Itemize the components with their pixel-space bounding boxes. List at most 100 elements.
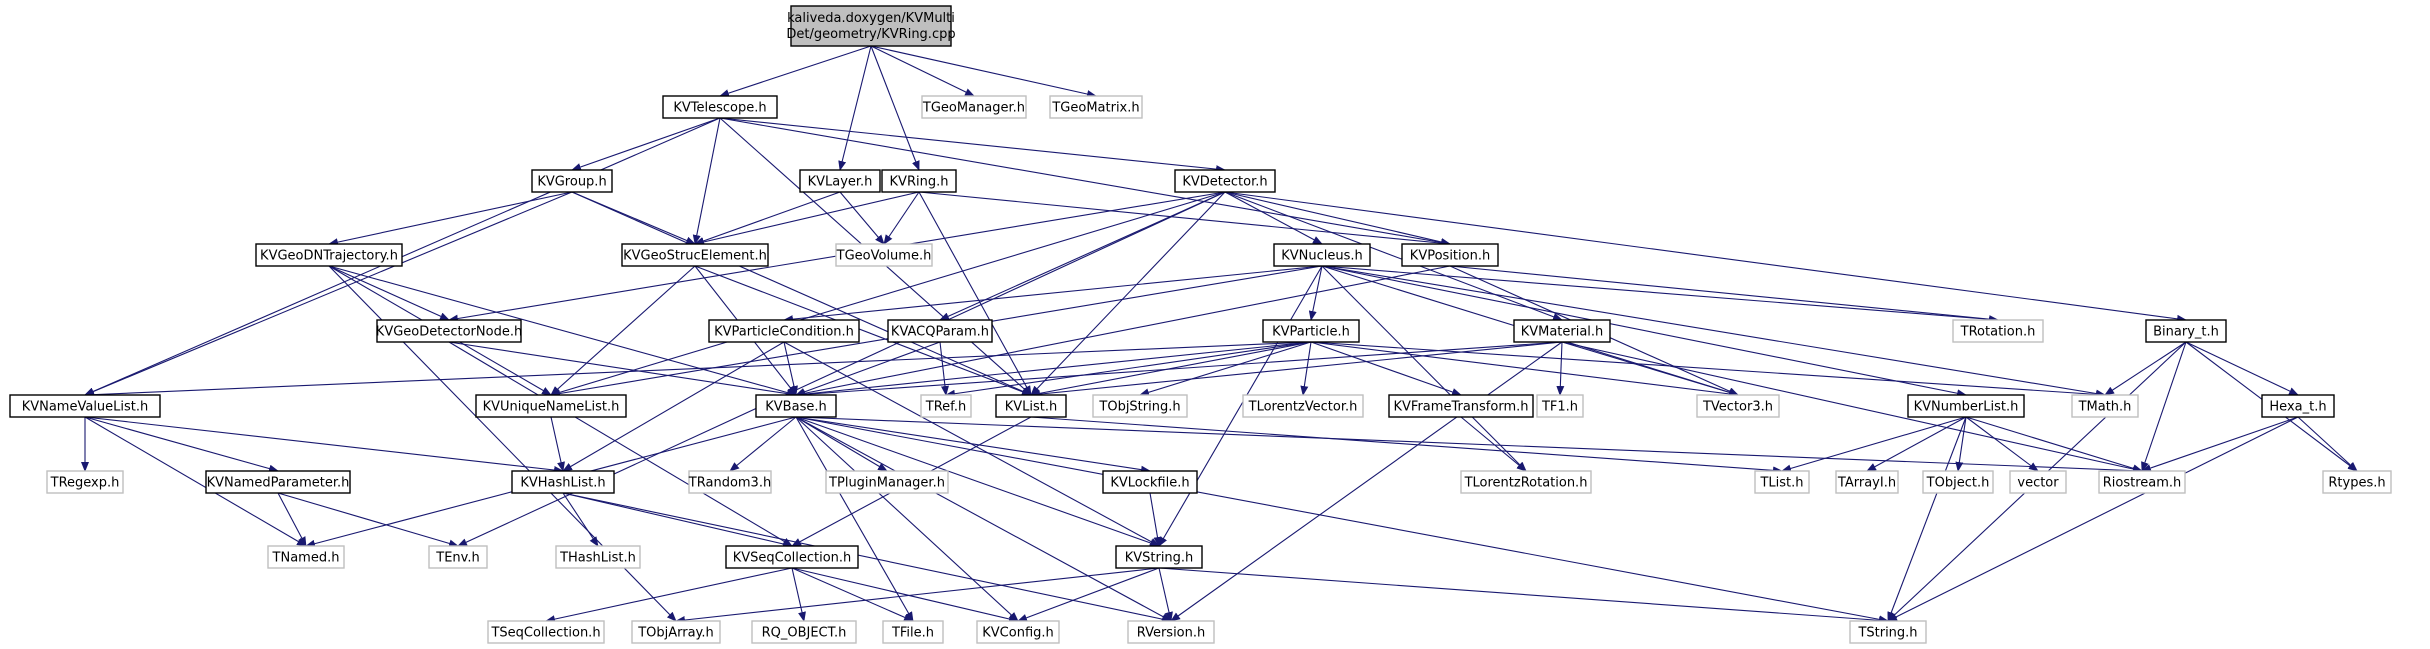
node-kvuniquenamelist-h[interactable]: KVUniqueNameList.h (475, 394, 627, 418)
node-label: TRotation.h (1960, 325, 2036, 340)
node-vector[interactable]: vector (2009, 470, 2067, 494)
node-kvbase-h[interactable]: KVBase.h (755, 394, 837, 418)
edge-kvmaterial-h-to-riostream-h (1561, 341, 2143, 473)
node-kvhashlist-h[interactable]: KVHashList.h (511, 470, 615, 494)
node-box (1907, 394, 2025, 418)
node-tref-h[interactable]: TRef.h (920, 394, 972, 418)
node-label: KVGeoDetectorNode.h (376, 325, 522, 340)
node-label: TEnv.h (435, 551, 479, 566)
node-label: TString.h (1857, 626, 1917, 641)
node-tgeomatrix-h[interactable]: TGeoMatrix.h (1049, 95, 1143, 119)
node-kvnucleus-h[interactable]: KVNucleus.h (1273, 243, 1371, 267)
node-kvparticlecondition-h[interactable]: KVParticleCondition.h (708, 319, 860, 343)
node-kvlist-h[interactable]: KVList.h (995, 394, 1067, 418)
node-tfile-h[interactable]: TFile.h (882, 620, 944, 644)
node-tlorentzrotation-h[interactable]: TLorentzRotation.h (1460, 470, 1592, 494)
edge-kvuniquenamelist-h-to-kvhashlist-h (550, 416, 565, 472)
node-hexa-t-h[interactable]: Hexa_t.h (2261, 394, 2335, 418)
node-tregexp-h[interactable]: TRegexp.h (46, 470, 124, 494)
node-tseqcollection-h[interactable]: TSeqCollection.h (487, 620, 605, 644)
node-box (1242, 394, 1364, 418)
node-kvmaterial-h[interactable]: KVMaterial.h (1513, 319, 1611, 343)
node-tgeomanager-h[interactable]: TGeoManager.h (921, 95, 1027, 119)
node-tenv-h[interactable]: TEnv.h (428, 545, 488, 569)
edge-kvgeodntrajectory-h-to-kvgeodetectornode-h (328, 265, 450, 321)
node-kvstring-h[interactable]: KVString.h (1115, 545, 1203, 569)
node-label: KVList.h (1005, 400, 1058, 415)
node-tnamed-h[interactable]: TNamed.h (267, 545, 345, 569)
node-kvframetransform-h[interactable]: KVFrameTransform.h (1388, 394, 1534, 418)
node-label: KVParticle.h (1272, 325, 1350, 340)
node-tpluginmanager-h[interactable]: TPluginManager.h (825, 470, 949, 494)
edge-kvtelescope-h-to-kvgroup-h (571, 117, 721, 171)
edge-kvbase-h-to-kvlockfile-h (795, 416, 1151, 474)
node-kvacqparam-h[interactable]: KVACQParam.h (887, 319, 993, 343)
node-label: TPluginManager.h (828, 476, 945, 491)
node-kvlayer-h[interactable]: KVLayer.h (799, 169, 881, 193)
node-tarrayi-h[interactable]: TArrayI.h (1835, 470, 1899, 494)
edge-kvnucleus-h-to-kvparticle-h (1308, 265, 1323, 321)
edge-kvmaterial-h-to-kvbase-h (795, 341, 1563, 399)
node-box (751, 620, 857, 644)
node-binary-t-h[interactable]: Binary_t.h (2145, 319, 2227, 343)
node-box (46, 470, 124, 494)
node-kvseqcollection-h[interactable]: KVSeqCollection.h (725, 545, 859, 569)
node-label: KVFrameTransform.h (1394, 400, 1529, 415)
node-kvdetector-h[interactable]: KVDetector.h (1174, 169, 1276, 193)
node-trotation-h[interactable]: TRotation.h (1952, 319, 2044, 343)
node-layer: kaliveda.doxygen/KVMulti Det/geometry/KV… (9, 5, 2392, 644)
node-box (688, 470, 772, 494)
node-kvnumberlist-h[interactable]: KVNumberList.h (1907, 394, 2025, 418)
node-kvparticle-h[interactable]: KVParticle.h (1262, 319, 1360, 343)
edge-kvnamevaluelist-h-to-kvhashlist-h (84, 416, 564, 474)
node-box (511, 470, 615, 494)
node-box (2071, 394, 2139, 418)
node-box (1460, 470, 1592, 494)
node-tlorentzvector-h[interactable]: TLorentzVector.h (1242, 394, 1364, 418)
node-kvnamedparameter-h[interactable]: KVNamedParameter.h (205, 470, 351, 494)
node-kvgeostrucelement-h[interactable]: KVGeoStrucElement.h (621, 243, 769, 267)
edge-kvtelescope-h-to-kvposition-h (719, 117, 1451, 247)
node-tobject-h[interactable]: TObject.h (1922, 470, 1994, 494)
edge-kvparticle-h-to-tobjstring-h (1139, 341, 1312, 397)
node-rtypes-h[interactable]: Rtypes.h (2322, 470, 2392, 494)
edge-kvnamedparameter-h-to-tenv-h (277, 492, 459, 548)
node-kvnamevaluelist-h[interactable]: KVNameValueList.h (9, 394, 161, 418)
node-trandom3-h[interactable]: TRandom3.h (688, 470, 772, 494)
edge-root-to-tgeomatrix-h (870, 45, 1097, 98)
edge-kvdetector-h-to-binary-t-h (1224, 191, 2187, 323)
node-tobjarray-h[interactable]: TObjArray.h (631, 620, 721, 644)
node-kvposition-h[interactable]: KVPosition.h (1401, 243, 1499, 267)
root-node-kvring-cpp[interactable]: kaliveda.doxygen/KVMulti Det/geometry/KV… (786, 5, 956, 47)
node-tmath-h[interactable]: TMath.h (2071, 394, 2139, 418)
node-kvtelescope-h[interactable]: KVTelescope.h (662, 95, 778, 119)
node-box (662, 95, 778, 119)
node-kvlockfile-h[interactable]: KVLockfile.h (1102, 470, 1198, 494)
node-rversion-h[interactable]: RVersion.h (1127, 620, 1215, 644)
node-tvector3-h[interactable]: TVector3.h (1696, 394, 1780, 418)
edge-kvring-h-to-kvgeostrucelement-h (694, 191, 920, 246)
edge-kvnumberlist-h-to-vector (1965, 416, 2039, 472)
node-box (2322, 470, 2392, 494)
node-rq-object-h[interactable]: RQ_OBJECT.h (751, 620, 857, 644)
node-tgeovolume-h[interactable]: TGeoVolume.h (835, 243, 933, 267)
edge-kvstring-h-to-rversion-h (1158, 567, 1173, 622)
node-kvconfig-h[interactable]: KVConfig.h (976, 620, 1060, 644)
node-kvgeodetectornode-h[interactable]: KVGeoDetectorNode.h (376, 319, 522, 343)
node-kvgeodntrajectory-h[interactable]: KVGeoDNTrajectory.h (255, 243, 403, 267)
edge-kvmaterial-h-to-kvlist-h (1030, 341, 1563, 399)
node-riostream-h[interactable]: Riostream.h (2098, 470, 2186, 494)
node-tstring-h[interactable]: TString.h (1849, 620, 1927, 644)
node-kvring-h[interactable]: KVRing.h (881, 169, 957, 193)
node-tlist-h[interactable]: TList.h (1754, 470, 1810, 494)
node-tobjstring-h[interactable]: TObjString.h (1092, 394, 1188, 418)
node-kvgroup-h[interactable]: KVGroup.h (531, 169, 613, 193)
root-label-line-2: Det/geometry/KVRing.cpp (786, 27, 955, 42)
edge-kvlayer-h-to-tgeovolume-h (839, 191, 885, 245)
node-box (921, 95, 1027, 119)
node-tf1-h[interactable]: TF1.h (1536, 394, 1584, 418)
node-thashlist-h[interactable]: THashList.h (555, 545, 641, 569)
node-label: TF1.h (1541, 400, 1578, 415)
edge-kvgeodetectornode-h-to-kvbase-h (448, 341, 797, 398)
node-box (920, 394, 972, 418)
